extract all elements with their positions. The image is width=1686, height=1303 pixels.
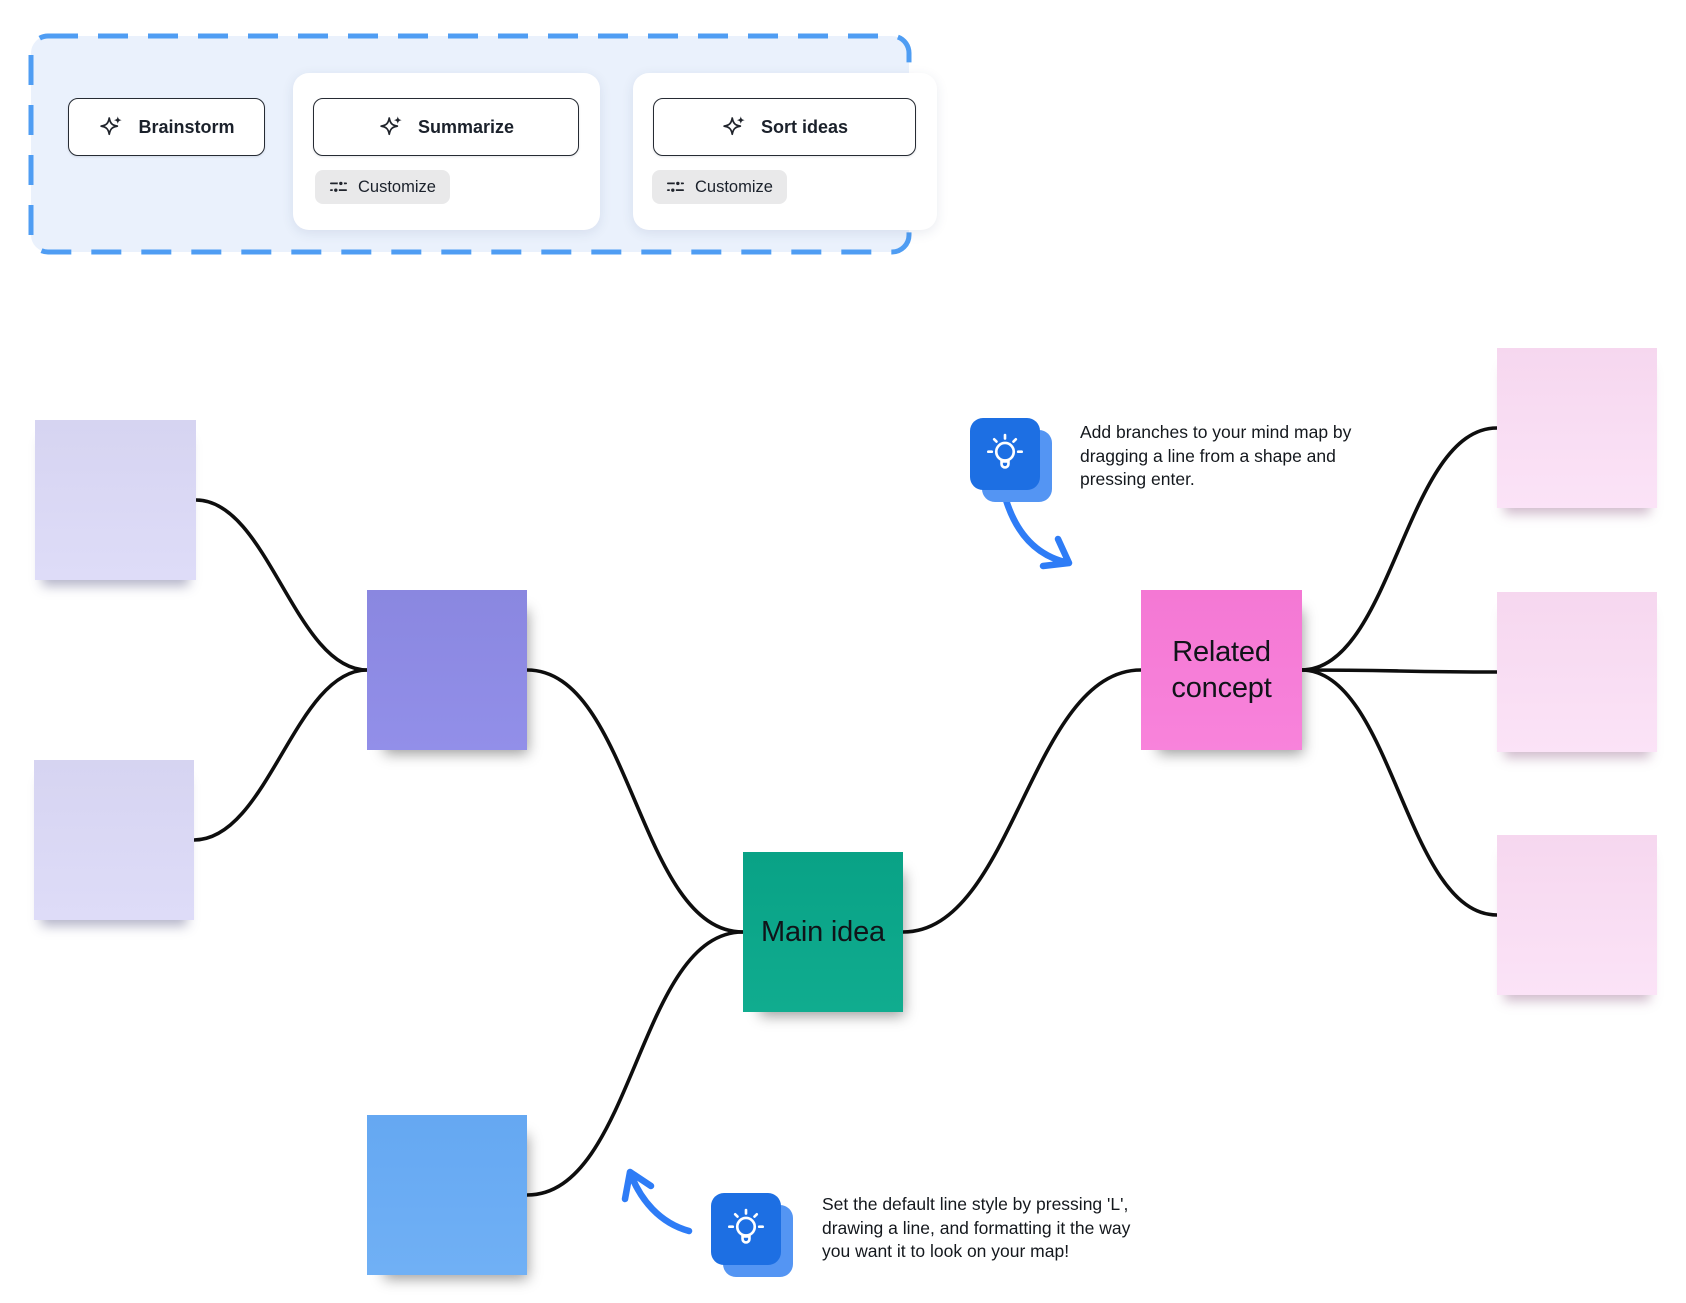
hint-text-add-branches: Add branches to your mind map by draggin…: [1080, 421, 1351, 492]
hint-line: pressing enter.: [1080, 469, 1195, 490]
sliders-icon: [666, 178, 685, 196]
hint-line: you want it to look on your map!: [822, 1241, 1070, 1262]
summarize-widget-card: Summarize Customize: [293, 73, 600, 230]
hint-arrow-up-left: [621, 1168, 693, 1235]
related-concept-label: Related concept: [1171, 636, 1272, 704]
sticky-note-lavender-1[interactable]: [35, 420, 196, 580]
hint-line: Add branches to your mind map by: [1080, 422, 1352, 442]
hint-line: Set the default line style by pressing '…: [822, 1194, 1129, 1214]
branch-node-purple[interactable]: [367, 590, 527, 750]
customize-label: Customize: [695, 177, 773, 196]
ai-actions-panel: Brainstorm Summarize: [28, 33, 937, 255]
hint-line: dragging a line from a shape and: [1080, 445, 1336, 466]
sticky-note-pink-2[interactable]: [1497, 592, 1657, 752]
brainstorm-button[interactable]: Brainstorm: [68, 98, 265, 156]
sparkle-icon: [98, 114, 125, 141]
hint-text-line-style: Set the default line style by pressing '…: [822, 1193, 1130, 1264]
main-idea-node[interactable]: Main idea: [743, 852, 903, 1012]
sort-ideas-label: Sort ideas: [760, 116, 849, 137]
connector-line[interactable]: [1299, 668, 1499, 674]
connector-line[interactable]: [525, 668, 745, 934]
hint-lightbulb-2: [711, 1193, 793, 1277]
hint-line: drawing a line, and formatting it the wa…: [822, 1217, 1131, 1238]
sparkle-icon: [378, 114, 405, 141]
connector-line[interactable]: [901, 668, 1143, 934]
brainstorm-label: Brainstorm: [138, 116, 235, 137]
connector-line[interactable]: [1299, 668, 1499, 917]
sparkle-icon: [721, 114, 748, 141]
sticky-note-pink-3[interactable]: [1497, 835, 1657, 995]
sticky-note-pink-1[interactable]: [1497, 348, 1657, 508]
summarize-label: Summarize: [417, 116, 515, 137]
customize-button-summarize[interactable]: Customize: [315, 170, 450, 204]
customize-button-sort-ideas[interactable]: Customize: [652, 170, 787, 204]
sort-ideas-widget-card: Sort ideas Customize: [633, 73, 937, 230]
sliders-icon: [329, 178, 348, 196]
sticky-note-lavender-2[interactable]: [34, 760, 194, 920]
hint-lightbulb-1: [970, 418, 1052, 502]
main-idea-label: Main idea: [761, 916, 885, 948]
branch-node-blue[interactable]: [367, 1115, 527, 1275]
hint-arrow-down-right: [1002, 496, 1073, 570]
lightbulb-icon: [970, 418, 1040, 490]
lightbulb-icon: [711, 1193, 781, 1265]
connector-line[interactable]: [1299, 426, 1499, 672]
sort-ideas-button[interactable]: Sort ideas: [653, 98, 916, 156]
connector-line[interactable]: [525, 930, 745, 1197]
summarize-button[interactable]: Summarize: [313, 98, 579, 156]
customize-label: Customize: [358, 177, 436, 196]
connector-line[interactable]: [192, 668, 369, 842]
related-concept-node[interactable]: Related concept: [1141, 590, 1302, 750]
connector-line[interactable]: [194, 498, 369, 672]
